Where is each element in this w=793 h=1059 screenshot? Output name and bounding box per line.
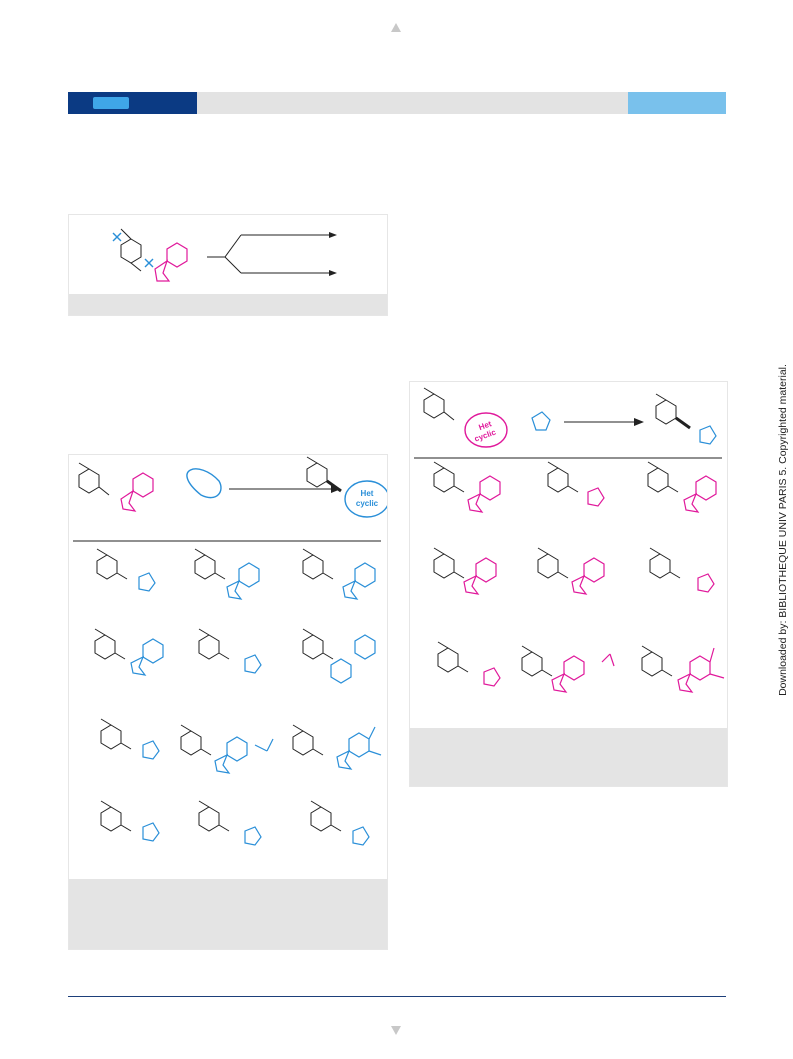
scheme-2: Het cyclic [68, 454, 390, 950]
header-left-block [68, 92, 197, 114]
bubble-label-line2: cyclic [473, 427, 497, 443]
scheme-1-drawing [112, 228, 337, 282]
bubble-label-line1: Het [361, 489, 374, 498]
arrow-down-icon[interactable] [391, 1026, 401, 1035]
scheme-1-caption [69, 294, 387, 315]
scheme-3-caption [410, 728, 727, 786]
header-right-block [628, 92, 726, 114]
bubble-label-line2: cyclic [356, 499, 379, 508]
loop-shape [186, 468, 222, 499]
bubble-label-line1: Het [478, 419, 494, 432]
header-pill [93, 97, 129, 109]
fused-heterocycle [154, 242, 188, 282]
copyright-side-note: Downloaded by: BIBLIOTHEQUE UNIV PARIS 5… [777, 364, 789, 696]
arrow-up-icon[interactable] [391, 23, 401, 32]
scheme-1 [68, 214, 388, 316]
scheme-2-drawing: Het cyclic [73, 456, 390, 846]
header-bar [68, 92, 726, 114]
scheme-3: Het cyclic [409, 381, 728, 787]
footer-rule [68, 996, 726, 997]
scheme-3-drawing: Het cyclic [414, 387, 725, 693]
het-cyclic-bubble [464, 412, 508, 448]
aryl-ring [120, 238, 142, 264]
reagent-ring [531, 411, 551, 431]
scheme-2-caption [69, 879, 387, 949]
